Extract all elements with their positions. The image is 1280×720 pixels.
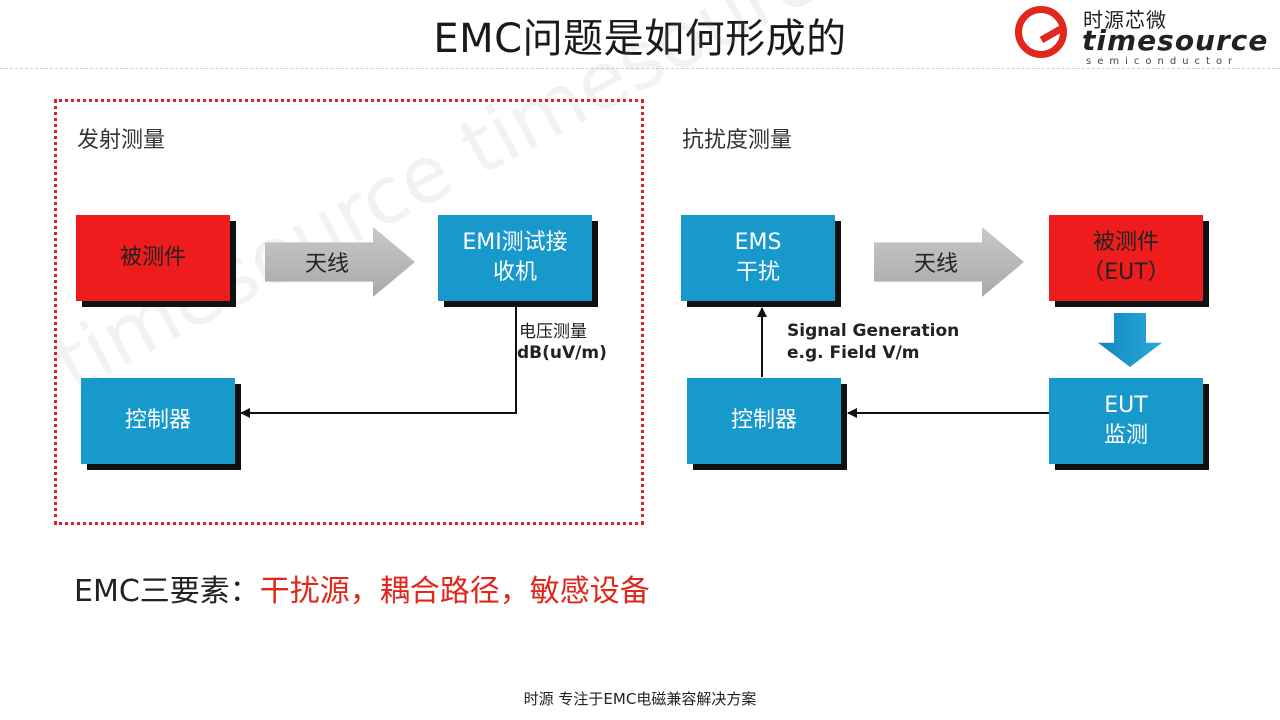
- emission-controller-box: 控制器: [81, 378, 235, 464]
- immunity-controller-box: 控制器: [687, 378, 841, 464]
- logo-icon: [1015, 6, 1067, 58]
- eut-monitor-line1: EUT: [1104, 393, 1148, 418]
- immunity-eut-line1: 被测件: [1092, 230, 1159, 255]
- immunity-title: 抗扰度测量: [682, 128, 793, 153]
- ems-box: EMS 干扰: [681, 215, 835, 301]
- emi-receiver-line1: EMI测试接: [462, 230, 568, 255]
- immunity-eut-box: 被测件 （EUT）: [1049, 215, 1203, 301]
- emission-controller-label: 控制器: [124, 408, 191, 433]
- ems-line1: EMS: [734, 230, 782, 255]
- eut-monitor-box: EUT 监测: [1049, 378, 1203, 464]
- page-title: EMC问题是如何形成的: [433, 16, 847, 62]
- immunity-eut-line2: （EUT）: [1082, 260, 1170, 285]
- emi-receiver-box: EMI测试接 收机: [438, 215, 592, 301]
- emc-three-elements: EMC三要素：干扰源，耦合路径，敏感设备: [74, 566, 650, 610]
- immunity-antenna-label: 天线: [913, 252, 958, 277]
- voltage-label: 电压测量: [519, 322, 587, 342]
- logo-subtitle: semiconductor: [1086, 56, 1239, 67]
- emc-elements-prefix: EMC三要素：: [74, 574, 260, 609]
- immunity-controller-label: 控制器: [730, 408, 797, 433]
- signal-generation-label: Signal Generation: [787, 321, 960, 341]
- ems-line2: 干扰: [735, 260, 780, 285]
- emi-receiver-line2: 收机: [492, 260, 537, 285]
- field-label: e.g. Field V/m: [787, 343, 920, 363]
- emission-frame: [54, 99, 644, 525]
- emission-antenna-label: 天线: [304, 252, 349, 277]
- header-divider: [0, 68, 1280, 69]
- emc-elements-highlight: 干扰源，耦合路径，敏感设备: [259, 574, 650, 609]
- emission-title: 发射测量: [77, 128, 166, 153]
- emission-eut-box: 被测件: [76, 215, 230, 301]
- emission-feedback-line: [240, 301, 517, 418]
- footer-text: 时源 专注于EMC电磁兼容解决方案: [523, 690, 757, 708]
- logo-english: timesource: [1082, 24, 1269, 57]
- emission-eut-label: 被测件: [119, 245, 186, 270]
- logo-chinese: 时源芯微: [1083, 8, 1167, 32]
- eut-monitor-line2: 监测: [1103, 423, 1148, 448]
- voltage-unit: dB(uV/m): [517, 343, 607, 363]
